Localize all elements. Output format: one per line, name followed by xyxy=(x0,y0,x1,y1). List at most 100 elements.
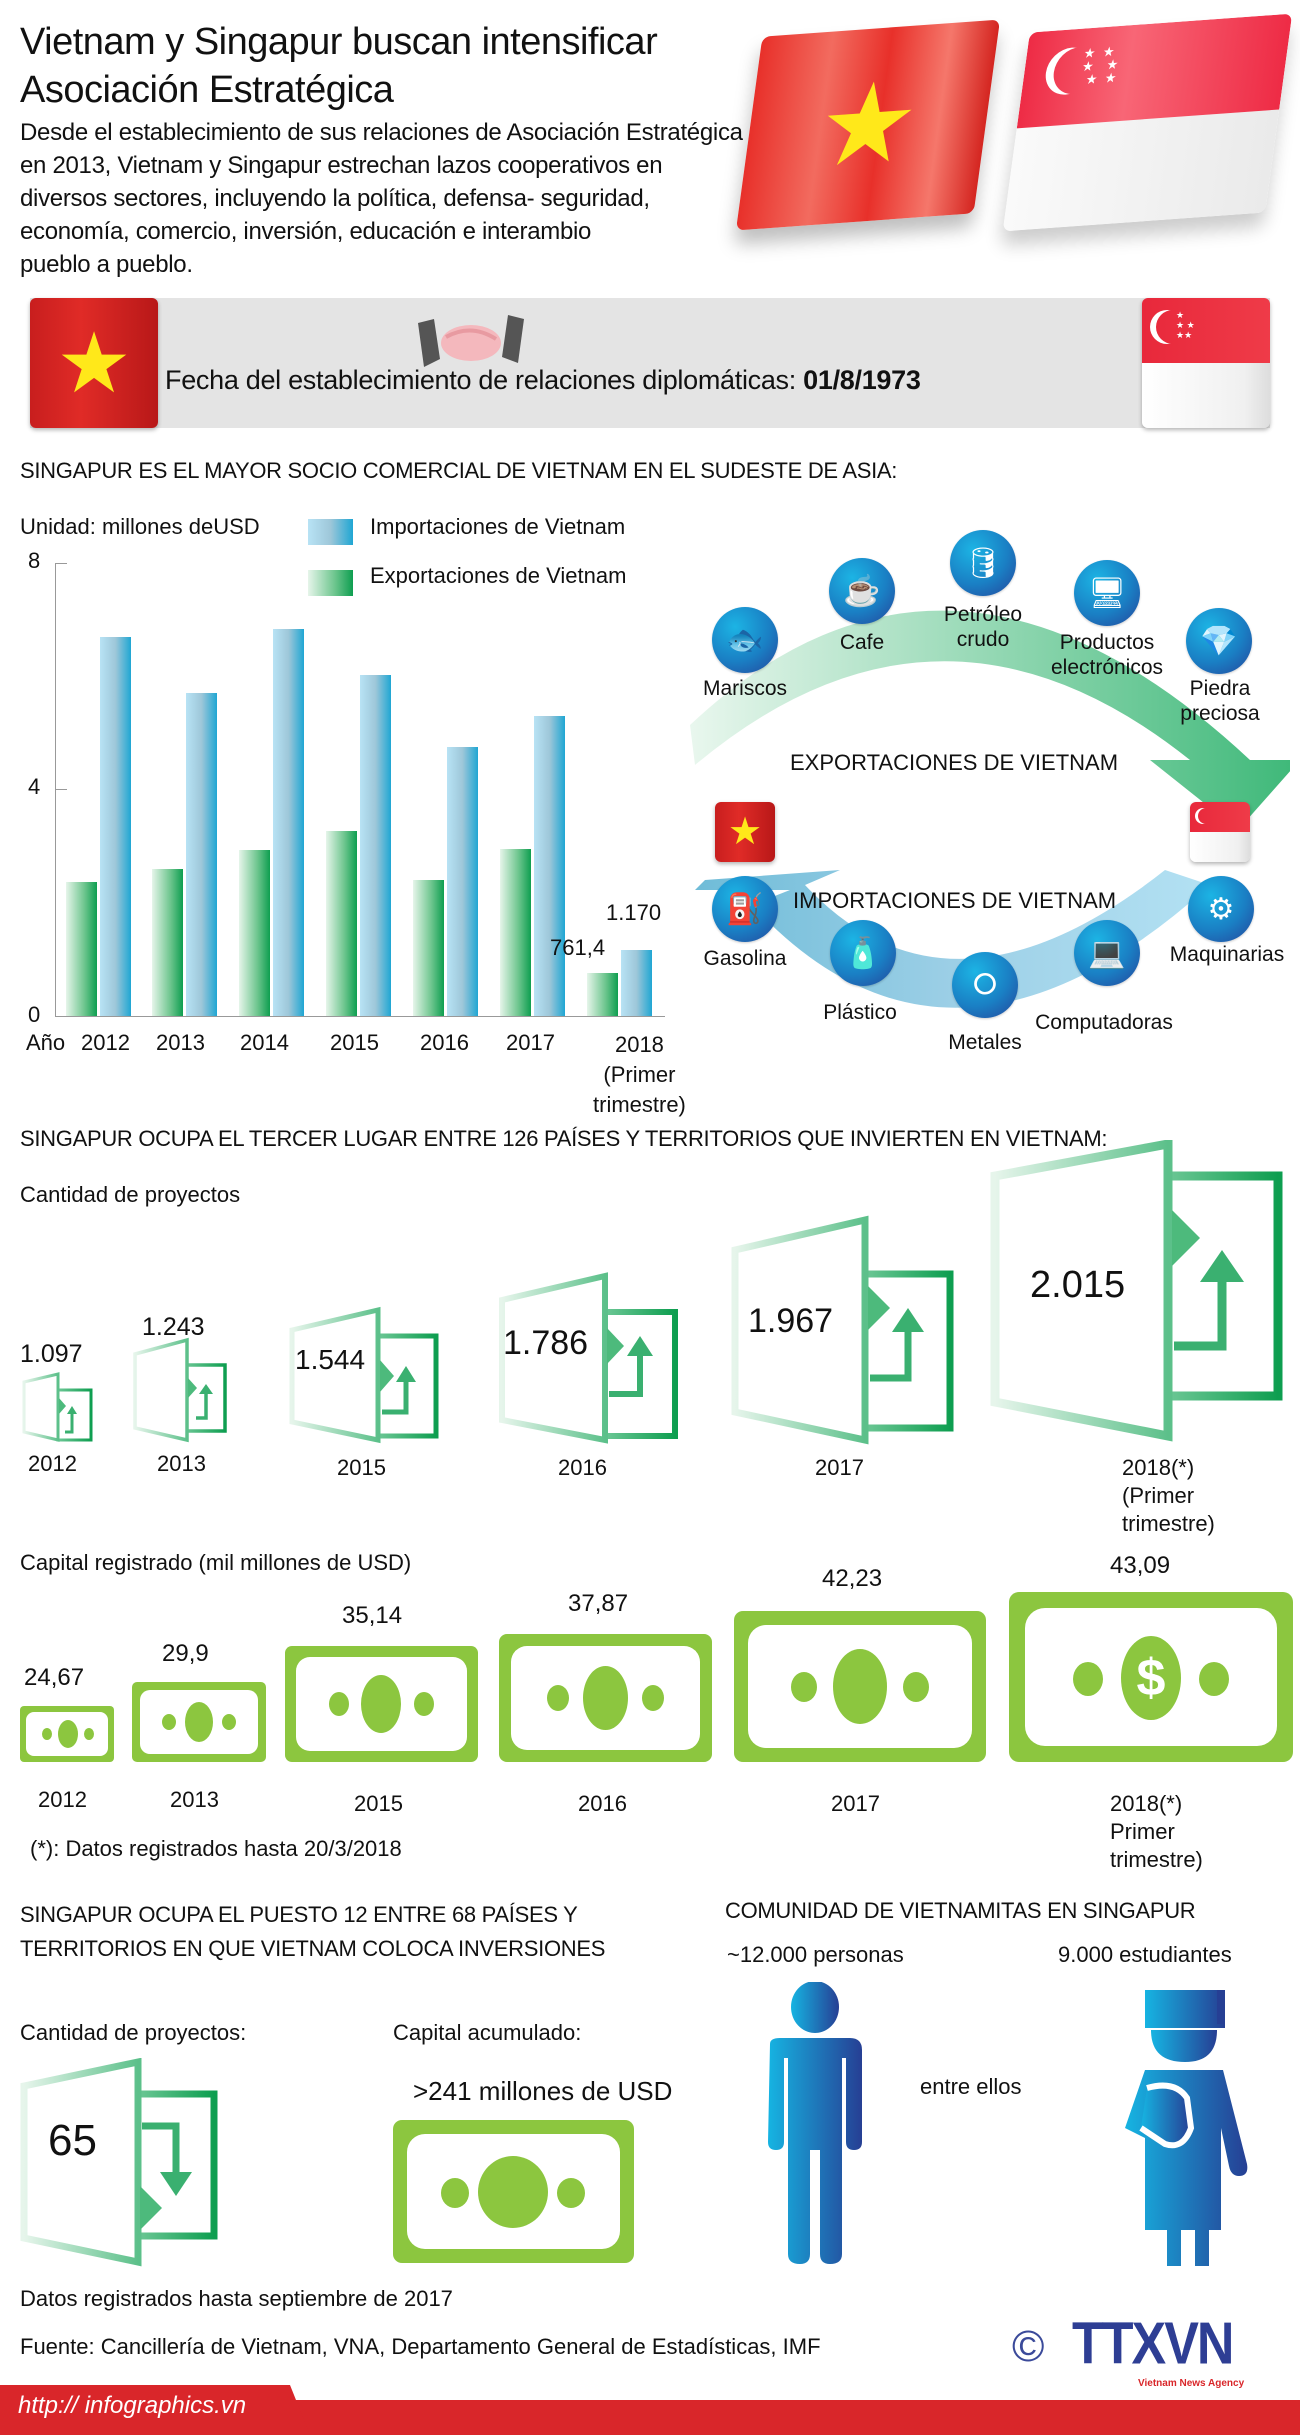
diamond-icon: 💎 xyxy=(1186,608,1252,674)
capital-value-2017: 42,23 xyxy=(822,1565,883,1592)
capital-year: 2017 xyxy=(831,1791,880,1816)
community-heading: COMUNIDAD DE VIETNAMITAS EN SINGAPUR xyxy=(725,1898,1196,1923)
star-icon: ★ xyxy=(56,316,132,410)
footer-url-link[interactable]: http:// infographics.vn xyxy=(18,2392,247,2419)
import-item-label: Maquinarias xyxy=(1169,943,1285,966)
stars-icon: ★ ★★ ★ ★ ★ xyxy=(1079,43,1122,88)
project-icon-2013 xyxy=(133,1337,227,1443)
import-item-label: Metales xyxy=(948,1031,1022,1054)
outbound-bill-icon xyxy=(393,2120,634,2263)
project-icons xyxy=(22,1140,1283,1445)
projects-title: Cantidad de proyectos xyxy=(20,1182,241,1207)
project-value-2018: 2.015 xyxy=(1030,1264,1126,1306)
project-value-2017: 1.967 xyxy=(748,1302,834,1340)
dollar-icon: $ xyxy=(1121,1636,1181,1720)
heading-line: SINGAPUR OCUPA EL PUESTO 12 ENTRE 68 PAÍ… xyxy=(20,1902,578,1927)
capital-value-2012: 24,67 xyxy=(24,1664,85,1691)
computer-icon: 💻 xyxy=(1074,920,1140,986)
export-item-label: Mariscos xyxy=(702,677,787,700)
capital-year: 2016 xyxy=(578,1791,627,1816)
page-title: Vietnam y Singapur buscan intensificar A… xyxy=(20,18,658,114)
fuel-pump-icon: ⛽ xyxy=(712,876,778,942)
outbound-project-icon xyxy=(20,2058,218,2267)
import-item-label: Gasolina xyxy=(703,947,787,970)
y-tick xyxy=(55,563,67,564)
ttxvn-logo-subtitle: Vietnam News Agency xyxy=(1138,2378,1245,2389)
project-icon-2015 xyxy=(289,1306,439,1444)
machine-icon: ⚙ xyxy=(1188,876,1254,942)
intro-line: economía, comercio, inversión, educación… xyxy=(20,218,592,245)
bar-exports-2015 xyxy=(326,831,357,1016)
bill-icon-2016 xyxy=(499,1634,712,1762)
bar-exports-2017 xyxy=(500,849,531,1016)
x-label-sub: trimestre) xyxy=(593,1092,686,1117)
capital-year-2018: 2018(*) Primer trimestre) xyxy=(1110,1790,1203,1874)
footer-data-note: Datos registrados hasta septiembre de 20… xyxy=(20,2286,453,2311)
outbound-capital-label: Capital acumulado: xyxy=(393,2020,582,2045)
bar-exports-2018 xyxy=(587,973,618,1016)
import-item-label: Plástico xyxy=(823,1001,897,1024)
x-axis xyxy=(55,1016,665,1017)
student-graduate-icon xyxy=(1125,1990,1248,2266)
y-tick-label: 4 xyxy=(28,774,41,799)
bill-icon-2013 xyxy=(132,1682,266,1762)
year-sub: Primer xyxy=(1110,1819,1175,1844)
footer-url-tab xyxy=(0,2385,310,2435)
coffee-bean-icon: ☕ xyxy=(829,558,895,624)
bottle-icon: 🧴 xyxy=(830,920,896,986)
bill-icon-2017 xyxy=(734,1611,986,1762)
bar-imports-2016 xyxy=(447,747,478,1016)
x-label: 2016 xyxy=(420,1030,469,1055)
project-value-2016: 1.786 xyxy=(503,1324,589,1362)
import-item-label: Computadoras xyxy=(1035,1011,1173,1034)
banner-label: Fecha del establecimiento de relaciones … xyxy=(165,365,804,395)
x-label: 2014 xyxy=(240,1030,289,1055)
capital-year: 2013 xyxy=(170,1787,219,1812)
project-value-2013: 1.243 xyxy=(142,1313,205,1341)
banner-date: 01/8/1973 xyxy=(803,365,921,395)
vietnam-flag: ★ xyxy=(30,298,158,428)
project-value-2015: 1.544 xyxy=(295,1344,366,1375)
exports-arrow-title: EXPORTACIONES DE VIETNAM xyxy=(790,750,1119,775)
capital-value-2018: 43,09 xyxy=(1110,1552,1171,1579)
fish-icon: 🐟 xyxy=(712,607,778,673)
project-icon-2012 xyxy=(22,1372,93,1442)
data-label-imports-2018: 1.170 xyxy=(606,900,662,925)
unit-label: Unidad: millones deUSD xyxy=(20,514,260,539)
legend-imports-label: Importaciones de Vietnam xyxy=(370,514,626,539)
x-label: 2012 xyxy=(81,1030,130,1055)
vietnam-flag-small: ★ xyxy=(715,802,775,862)
legend-exports-label: Exportaciones de Vietnam xyxy=(370,563,627,588)
project-year-2018: 2018(*) (Primer trimestre) xyxy=(1122,1454,1215,1538)
legend-imports-swatch xyxy=(308,519,353,545)
project-year: 2015 xyxy=(337,1455,386,1480)
bar-exports-2014 xyxy=(239,850,270,1016)
bar-exports-2016 xyxy=(413,880,444,1016)
capital-value-2015: 35,14 xyxy=(342,1602,403,1629)
imports-arrow-title: IMPORTACIONES DE VIETNAM xyxy=(793,888,1117,913)
project-icon-2017 xyxy=(731,1215,954,1445)
community-connector: entre ellos xyxy=(920,2074,1022,2099)
metal-ring-icon: ⭘ xyxy=(952,952,1018,1018)
stars-icon: ★★ ★★★ xyxy=(1176,310,1195,340)
footer-source: Fuente: Cancillería de Vietnam, VNA, Dep… xyxy=(20,2334,821,2359)
year-sub: trimestre) xyxy=(1110,1847,1203,1872)
bill-icon-2015 xyxy=(285,1646,478,1762)
vietnam-flag-3d: ★ xyxy=(735,19,1001,231)
outbound-projects-value: 65 xyxy=(48,2116,97,2165)
intro-paragraph: Desde el establecimiento de sus relacion… xyxy=(20,116,860,281)
capital-value-2016: 37,87 xyxy=(568,1590,629,1617)
outbound-heading: SINGAPUR OCUPA EL PUESTO 12 ENTRE 68 PAÍ… xyxy=(20,1898,605,1966)
trade-heading: SINGAPUR ES EL MAYOR SOCIO COMERCIAL DE … xyxy=(20,458,898,483)
intro-line: pueblo a pueblo. xyxy=(20,251,193,278)
singapore-flag-3d: ★ ★★ ★ ★ ★ xyxy=(1002,13,1293,232)
bar-imports-2018 xyxy=(621,950,652,1016)
x-label-sub: (Primer xyxy=(603,1062,676,1087)
capital-title: Capital registrado (mil millones de USD) xyxy=(20,1550,412,1575)
diplomatic-relations-banner xyxy=(30,298,1270,428)
crescent-icon xyxy=(1198,808,1214,824)
capital-value-2013: 29,9 xyxy=(162,1640,209,1667)
x-axis-prefix: Año xyxy=(26,1030,66,1055)
x-label: 2015 xyxy=(330,1030,379,1055)
